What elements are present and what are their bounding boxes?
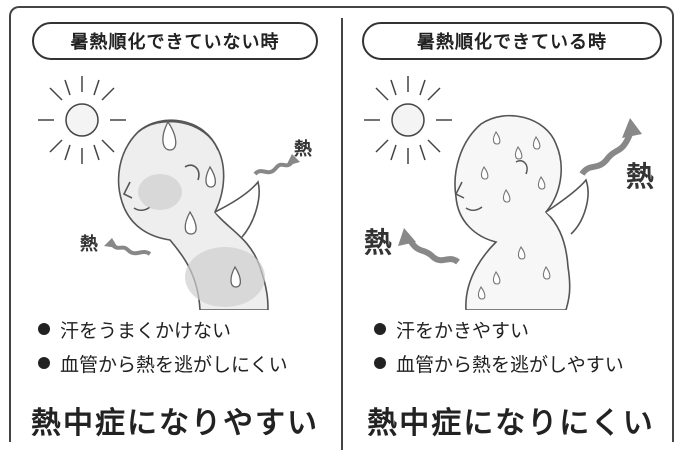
heat-label: 熱 — [80, 233, 98, 255]
bullet-dot-icon — [38, 357, 50, 369]
right-result-text: 熱中症になりにくい — [367, 406, 655, 441]
list-item: 汗をかきやすい — [374, 312, 624, 346]
list-item: 血管から熱を逃がしにくい — [38, 346, 288, 380]
left-illustration: 熱 熱 — [38, 76, 312, 310]
outer-frame — [9, 6, 674, 442]
bullet-text: 血管から熱を逃がしやすい — [396, 353, 624, 376]
right-panel: 暑熱順化できている時 — [346, 0, 676, 450]
sweat-drop-icon — [162, 120, 242, 288]
heat-arrow-icon — [407, 132, 633, 265]
list-item: 汗をうまくかけない — [38, 312, 288, 346]
list-item: 血管から熱を逃がしやすい — [374, 346, 624, 380]
left-result-text: 熱中症になりやすい — [31, 406, 319, 441]
heat-label: 熱 — [626, 160, 654, 193]
bullet-text: 汗をうまくかけない — [60, 319, 232, 342]
left-panel: 暑熱順化できていない時 — [10, 0, 340, 450]
person-figure-icon — [454, 114, 589, 310]
left-panel-title: 暑熱順化できていない時 — [32, 22, 318, 60]
right-illustration: 熱 熱 — [364, 76, 654, 310]
bullet-dot-icon — [38, 323, 50, 335]
heat-label: 熱 — [294, 138, 312, 160]
right-panel-title: 暑熱順化できている時 — [362, 22, 662, 60]
sun-icon — [364, 76, 452, 164]
bullet-dot-icon — [374, 357, 386, 369]
right-bullet-list: 汗をかきやすい 血管から熱を逃がしやすい — [374, 312, 624, 380]
bullet-text: 血管から熱を逃がしにくい — [60, 353, 288, 376]
heat-shading — [138, 174, 182, 210]
panel-divider — [341, 18, 343, 450]
sweat-drop-icon — [477, 130, 551, 300]
bullet-text: 汗をかきやすい — [396, 319, 530, 342]
left-bullet-list: 汗をうまくかけない 血管から熱を逃がしにくい — [38, 312, 288, 380]
heat-label: 熱 — [364, 226, 392, 259]
bullet-dot-icon — [374, 323, 386, 335]
sun-icon — [38, 76, 126, 164]
